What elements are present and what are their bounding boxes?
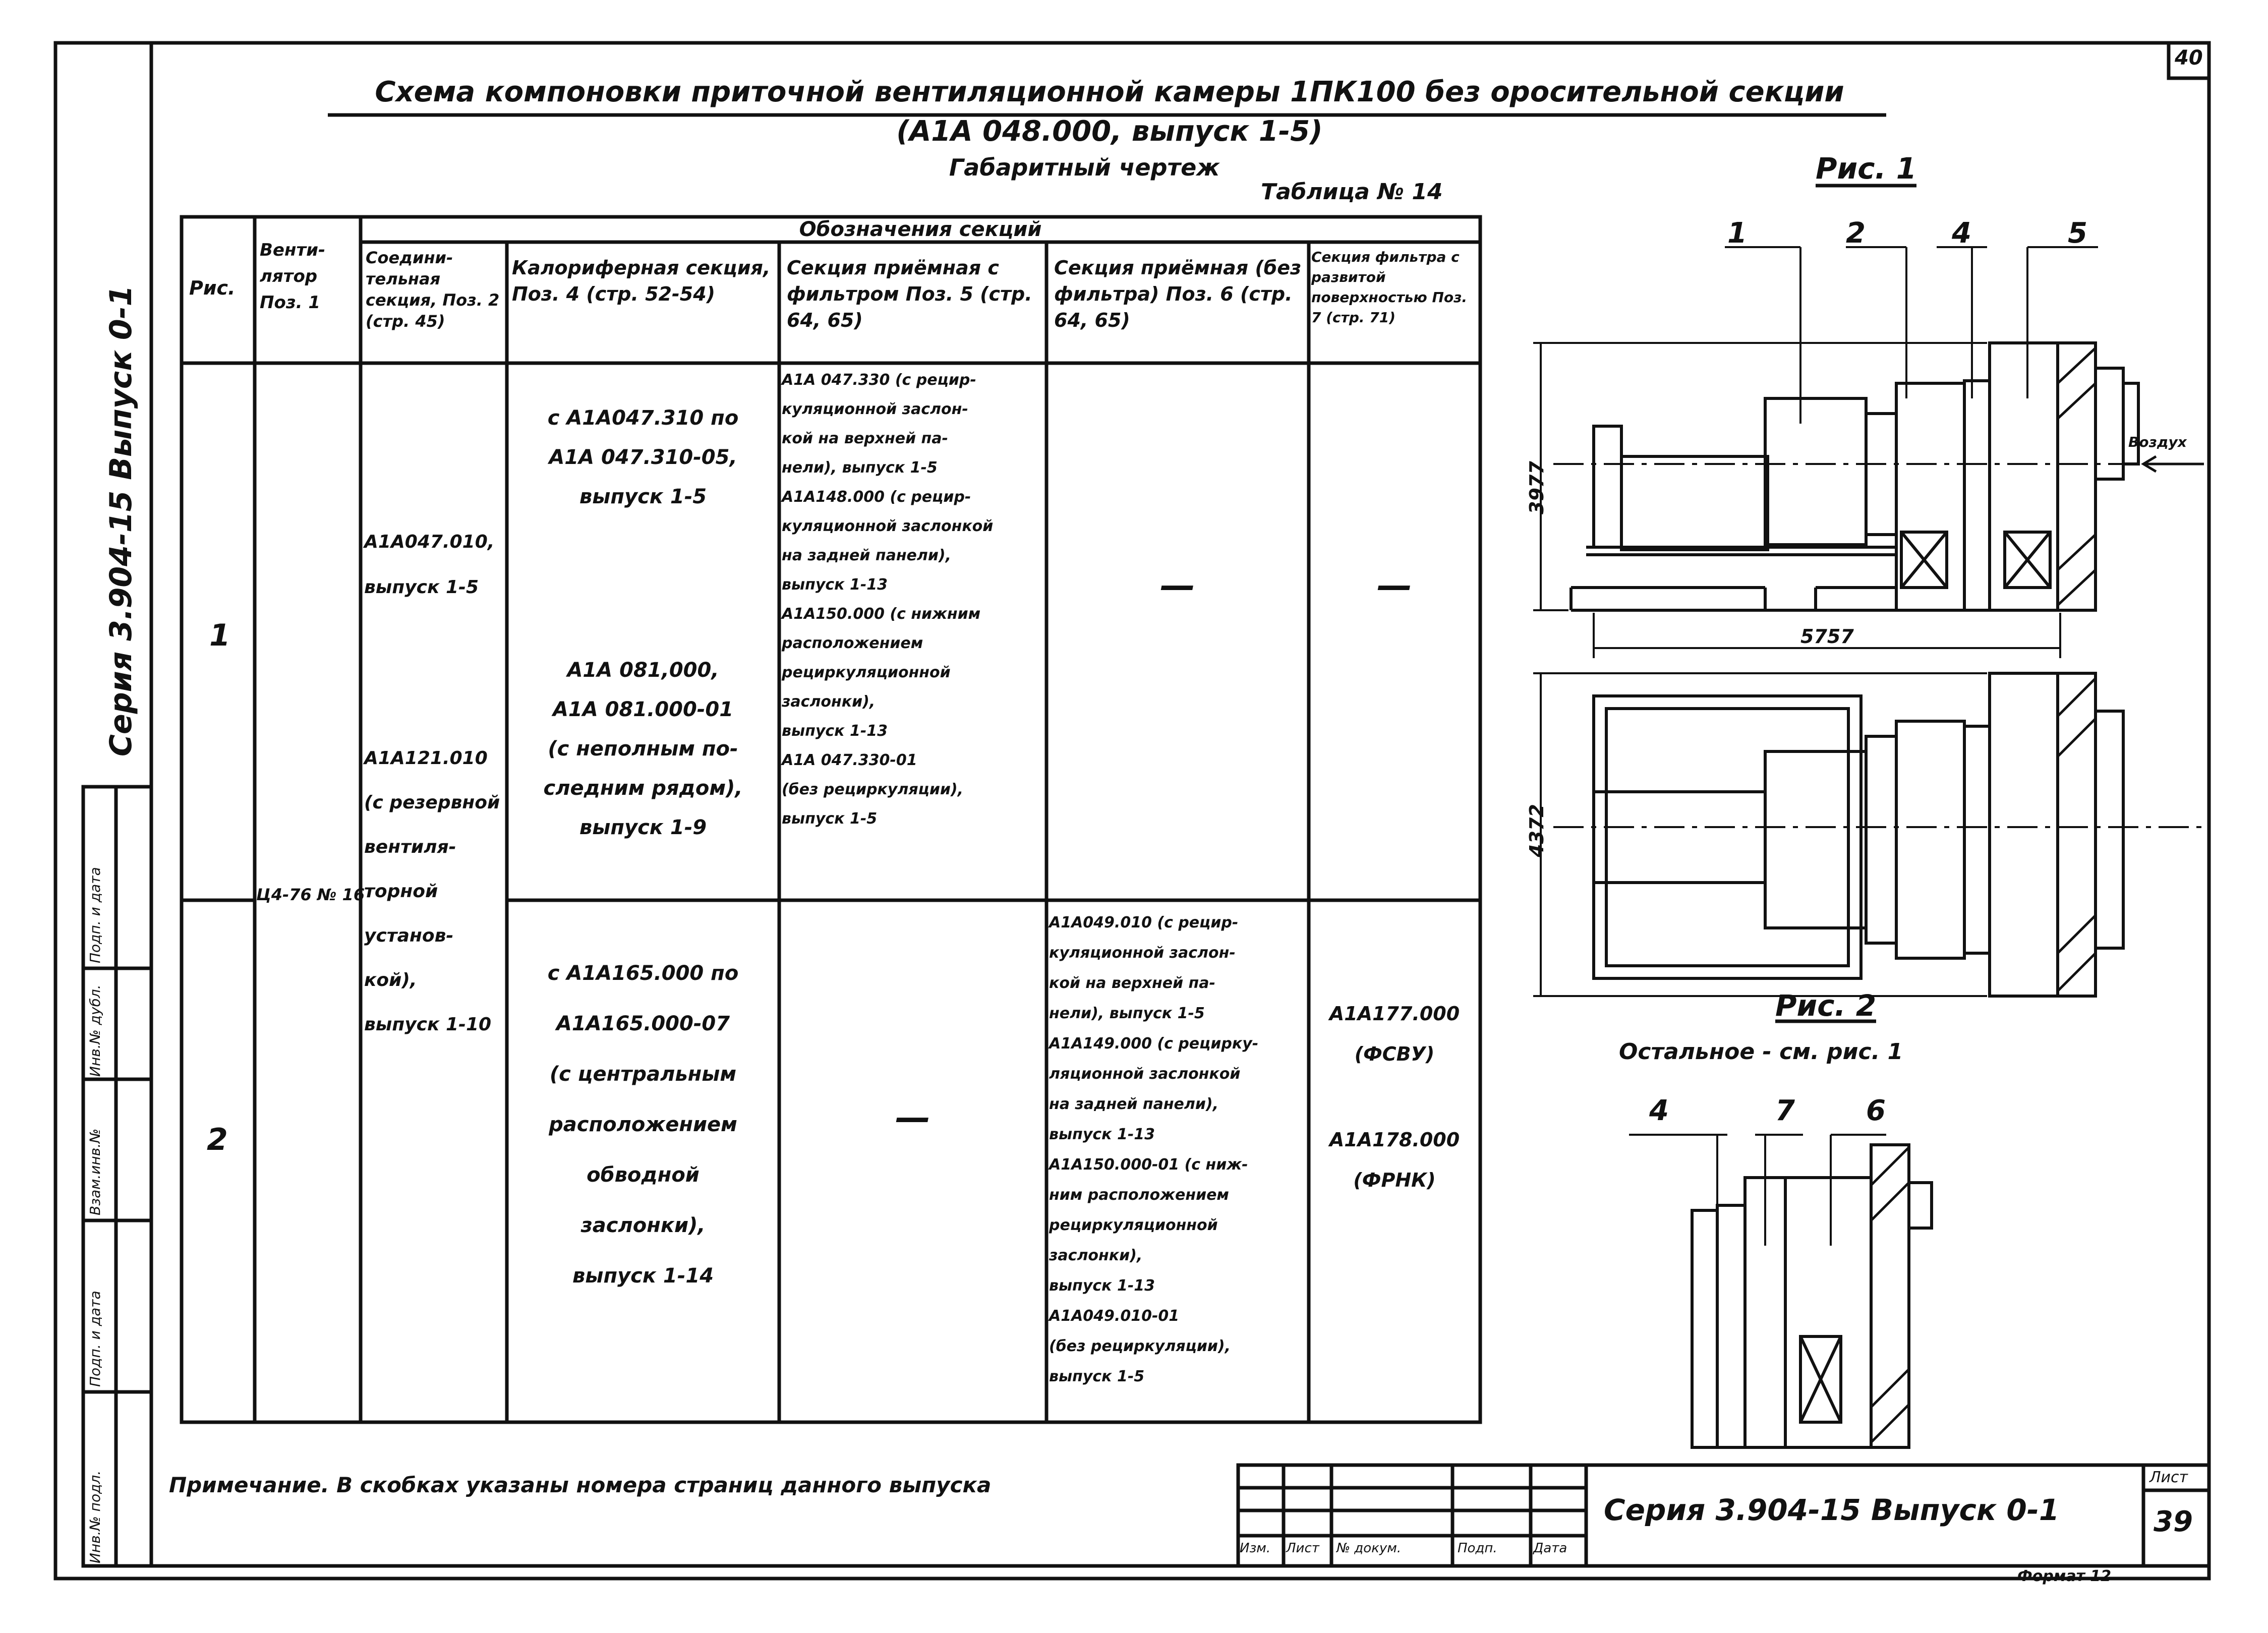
fan-model: Ц4-76 № 16 — [256, 885, 365, 904]
row2-fig: 2 — [207, 1122, 228, 1157]
fig1-label-1: 1 — [1727, 217, 1747, 250]
fig2-drawing — [1629, 1134, 1933, 1449]
fig1-plan — [1533, 672, 2204, 998]
fig1-label-4: 4 — [1952, 217, 1971, 250]
col-header-filter: Секция приёмная с фильтром Поз. 5 (стр. … — [787, 257, 1032, 331]
fig1-drawing — [1533, 246, 2204, 658]
fig1-plan-hatching — [2057, 677, 2097, 992]
fig2-title: Рис. 2 — [1775, 988, 1877, 1023]
stamp-podp-data-2: Подп. и дата — [87, 867, 103, 963]
col-header-fig: Рис. — [189, 277, 236, 299]
fig1-label-2: 2 — [1846, 217, 1866, 250]
page-title: Схема компоновки приточной вентиляционно… — [375, 76, 1844, 108]
sheet-corner-box — [2167, 41, 2211, 80]
filter7-section-2b: А1А178.000(ФРНК) — [1329, 1129, 1460, 1191]
stamp-inv-podl: Инв.№ подл. — [87, 1470, 103, 1563]
note-text: Примечание. В скобках указаны номера стр… — [169, 1473, 992, 1497]
fig1-hatching — [2057, 347, 2097, 606]
col-header-filter7: Секция фильтра с развитой поверхностью П… — [1311, 249, 1468, 326]
filter-section-1: А1А 047.330 (с рецир-куляционной заслон-… — [782, 371, 994, 828]
table-border — [180, 215, 1482, 1424]
col-header-nofilter: Секция приёмная (без фильтра) Поз. 6 (ст… — [1054, 257, 1302, 331]
tb-format: Формат 12 — [2017, 1567, 2112, 1585]
fig1-title: Рис. 1 — [1816, 151, 1917, 186]
sheet-corner-number: 40 — [2175, 46, 2203, 70]
tb-col-data: Дата — [1533, 1541, 1567, 1556]
nofilter-section-2: А1А049.010 (с рецир-куляционной заслон-к… — [1049, 914, 1259, 1385]
heater-1b: А1А 081,000,А1А 081.000-01(с неполным по… — [543, 659, 743, 839]
filter7-row1-dash: — — [1377, 565, 1412, 606]
fig1-dim-width: 4372 — [1526, 804, 1548, 857]
fig1-label-5: 5 — [2068, 217, 2087, 250]
tb-col-podp: Подп. — [1458, 1541, 1497, 1556]
title-block-border — [1236, 1463, 2211, 1568]
tb-col-izm: Изм. — [1240, 1541, 1271, 1556]
fig1-air-label: Воздух — [2128, 434, 2187, 450]
fig2-hatching — [1870, 1146, 1910, 1443]
nofilter-row1-dash: — — [1160, 565, 1195, 606]
tb-sheet-number: 39 — [2154, 1505, 2193, 1538]
fig2-subtitle: Остальное - см. рис. 1 — [1619, 1039, 1903, 1065]
filter7-section-2a: А1А177.000(ФСВУ) — [1329, 1003, 1460, 1065]
title-subtitle: Габаритный чертеж — [949, 154, 1220, 181]
stamp-podp-data-1: Подп. и дата — [87, 1291, 103, 1387]
col-header-connecting: Соедини-тельная секция, Поз. 2 (стр. 45) — [366, 248, 500, 331]
fig1-dim-height: 3977 — [1526, 461, 1548, 514]
table-number: Таблица № 14 — [1261, 179, 1443, 205]
stamp-vzam-inv: Взам.инв.№ — [87, 1128, 103, 1215]
fig2-label-4: 4 — [1649, 1094, 1669, 1127]
row1-fig: 1 — [209, 618, 230, 653]
conn-a: А1А047.010,выпуск 1-5 — [364, 532, 495, 598]
fig1-dim-length: 5757 — [1800, 625, 1854, 648]
title-code: (А1А 048.000, выпуск 1-5) — [896, 115, 1323, 148]
side-series: Серия 3.904-15 Выпуск 0-1 — [103, 285, 139, 756]
tb-series: Серия 3.904-15 Выпуск 0-1 — [1604, 1493, 2060, 1527]
tb-col-dokum: № докум. — [1336, 1541, 1402, 1556]
fig2-label-7: 7 — [1775, 1094, 1795, 1127]
col-header-heater: Калориферная секция, Поз. 4 (стр. 52-54) — [512, 257, 771, 305]
filter-row2-dash: — — [895, 1097, 931, 1138]
stamp-inv-dubl: Инв.№ дубл. — [87, 984, 103, 1077]
table-group-header: Обозначения секций — [799, 218, 1042, 241]
tb-sheet-label: Лист — [2149, 1469, 2188, 1486]
col-header-fan: Венти-лятор Поз. 1 — [260, 240, 326, 313]
fig2-label-6: 6 — [1866, 1094, 1886, 1127]
tb-col-list: Лист — [1286, 1541, 1319, 1556]
